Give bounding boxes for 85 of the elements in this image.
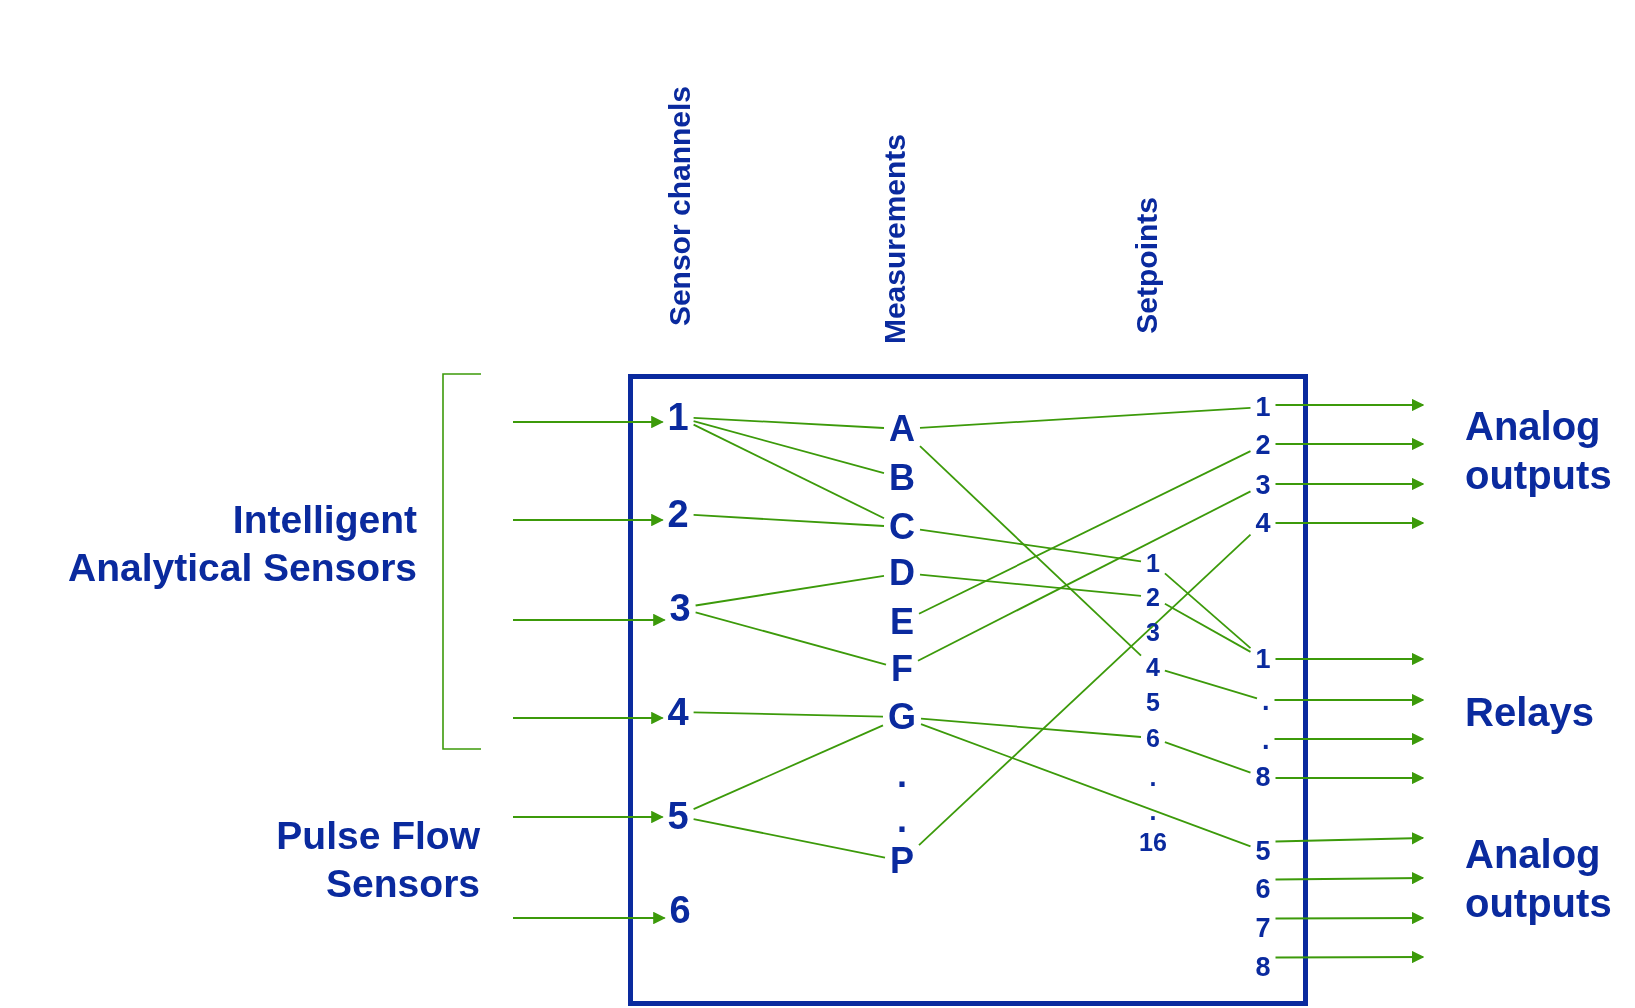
output-number: 1: [1253, 645, 1273, 673]
setpoint-number: 16: [1139, 829, 1167, 855]
setpoint-number: 6: [1144, 725, 1162, 751]
connector-line: [1164, 572, 1252, 649]
output-number: 7: [1253, 914, 1273, 942]
channel-number: 3: [667, 589, 693, 627]
connector-line: [692, 724, 884, 810]
output-number: 8: [1253, 953, 1273, 981]
output-number: .: [1260, 726, 1272, 754]
connector-line: [919, 406, 1252, 429]
output-number: 6: [1253, 875, 1273, 903]
arrow: [1274, 871, 1425, 885]
arrow: [1273, 693, 1425, 707]
connector-line: [919, 573, 1142, 597]
channel-number: 4: [665, 693, 691, 731]
measurement-letter: G: [886, 699, 918, 735]
connector-line: [692, 420, 885, 474]
connector-line: [919, 528, 1142, 563]
arrow: [1274, 437, 1425, 451]
group-label: Relays: [1465, 689, 1595, 736]
arrow: [512, 415, 664, 429]
continuation-dots: .: [1149, 798, 1157, 824]
output-number: .: [1260, 687, 1272, 715]
arrow: [1274, 831, 1425, 845]
output-number: 3: [1253, 471, 1273, 499]
measurement-letter: D: [887, 555, 917, 591]
arrow: [1274, 950, 1425, 964]
measurement-letter: E: [888, 604, 916, 640]
arrow: [512, 513, 664, 527]
arrow: [1274, 477, 1425, 491]
connector-line: [920, 717, 1142, 738]
output-number: 2: [1253, 431, 1273, 459]
continuation-dots: .: [1149, 764, 1157, 790]
channel-number: 5: [665, 797, 691, 835]
connector-line: [694, 574, 885, 607]
continuation-dots: .: [897, 757, 907, 793]
output-number: 8: [1253, 763, 1273, 791]
controller-box: [628, 374, 1308, 1006]
arrow: [512, 810, 664, 824]
connector-line: [917, 490, 1252, 662]
arrow: [512, 711, 664, 725]
setpoint-number: 2: [1144, 584, 1162, 610]
group-label: Analog outputs: [1465, 403, 1613, 499]
connector-line: [1164, 741, 1252, 774]
arrow: [1274, 398, 1425, 412]
connector-line: [692, 711, 884, 718]
arrow: [1274, 516, 1425, 530]
connector-line: [920, 723, 1252, 848]
column-heading: Measurements: [880, 134, 910, 345]
channel-number: 6: [667, 891, 693, 929]
connector-line: [694, 611, 887, 666]
connector-line: [918, 450, 1252, 615]
arrow: [512, 613, 666, 627]
connector-line: [1164, 602, 1252, 653]
continuation-dots: .: [897, 802, 907, 838]
group-label: Intelligent Analytical Sensors: [67, 497, 417, 591]
setpoint-number: 1: [1144, 550, 1162, 576]
connector-line: [692, 818, 886, 859]
group-label: Pulse Flow Sensors: [275, 813, 480, 907]
output-number: 1: [1253, 393, 1273, 421]
channel-number: 2: [665, 495, 691, 533]
group-label: Analog outputs: [1465, 831, 1613, 927]
connector-line: [692, 416, 885, 429]
output-number: 4: [1253, 509, 1273, 537]
connector-line: [919, 445, 1142, 657]
arrow: [512, 911, 666, 925]
measurement-letter: C: [887, 509, 917, 545]
measurement-letter: F: [889, 651, 915, 687]
output-number: 5: [1253, 837, 1273, 865]
measurement-letter: B: [887, 460, 917, 496]
connector-line: [1164, 669, 1258, 700]
channel-number: 1: [665, 398, 691, 436]
connector-line: [918, 533, 1252, 846]
arrow: [1273, 732, 1425, 746]
connector-line: [692, 514, 885, 527]
arrow: [1274, 771, 1425, 785]
measurement-letter: P: [888, 843, 916, 879]
measurement-letter: A: [887, 411, 917, 447]
arrow: [1274, 911, 1425, 925]
setpoint-number: 4: [1144, 654, 1162, 680]
column-heading: Setpoints: [1132, 197, 1162, 334]
setpoint-number: 5: [1146, 689, 1160, 715]
connector-line: [692, 423, 885, 520]
arrow: [1274, 652, 1425, 666]
column-heading: Sensor channels: [665, 86, 695, 327]
